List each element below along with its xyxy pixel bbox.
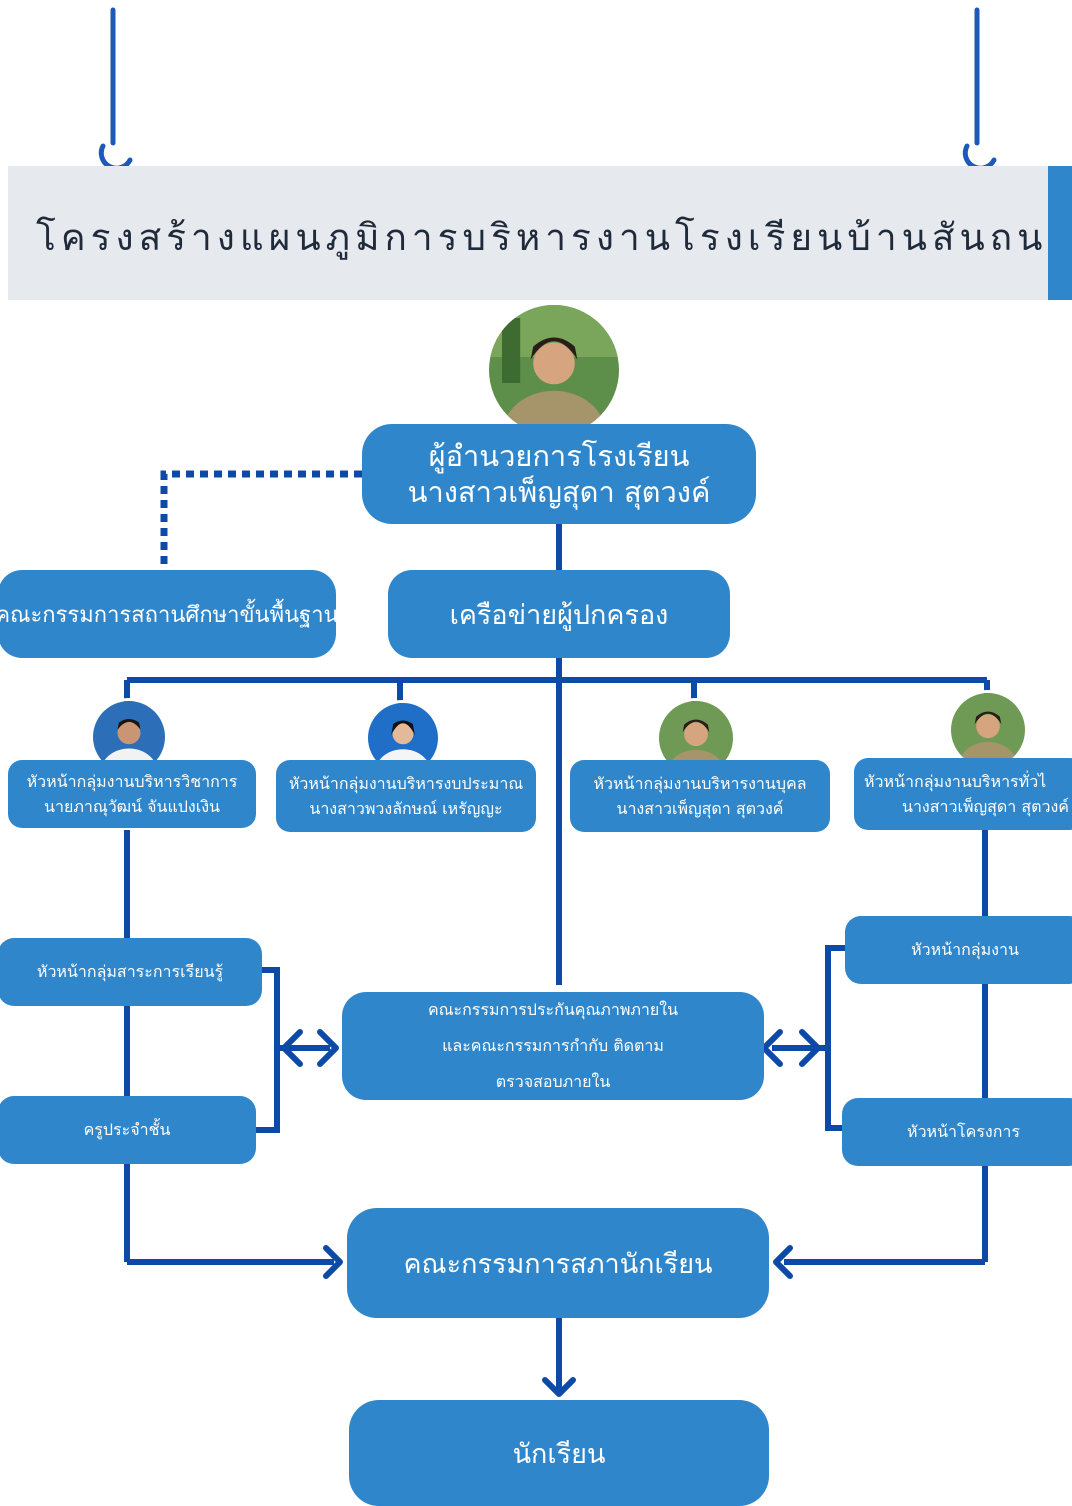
quality-committee-line-2: และคณะกรรมการกำกับ ติดตาม [442, 1036, 664, 1055]
parent-network-label: เครือข่ายผู้ปกครอง [449, 599, 669, 631]
homeroom-teacher-label: ครูประจำชั้น [83, 1119, 171, 1139]
subject-head-label: หัวหน้ากลุ่มสาระการเรียนรู้ [36, 961, 224, 981]
academic-head-node[interactable]: หัวหน้ากลุ่มงานบริหารวิชาการ นายภาณุวัฒน… [8, 760, 256, 828]
student-council-node[interactable]: คณะกรรมการสภานักเรียน [347, 1208, 769, 1318]
academic-head-role: หัวหน้ากลุ่มงานบริหารวิชาการ [26, 772, 238, 791]
budget-head-node[interactable]: หัวหน้ากลุ่มงานบริหารงบประมาณ นางสาวพวงล… [276, 760, 536, 832]
arrowhead-left-bracket-in [281, 1029, 303, 1067]
work-group-head-label: หัวหน้ากลุ่มงาน [911, 939, 1019, 959]
director-role: ผู้อำนวยการโรงเรียน [428, 439, 690, 473]
arrowhead-left-bracket-out [317, 1029, 339, 1067]
personnel-head-node[interactable]: หัวหน้ากลุ่มงานบริหารงานบุคล นางสาวเพ็ญส… [570, 760, 830, 832]
quality-assurance-committee-node[interactable]: คณะกรรมการประกันคุณภาพภายใน และคณะกรรมกา… [342, 992, 764, 1100]
students-label: นักเรียน [512, 1438, 606, 1470]
personnel-head-role: หัวหน้ากลุ่มงานบริหารงานบุคล [593, 774, 807, 793]
right-bracket [825, 945, 845, 1131]
personnel-head-name: นางสาวเพ็ญสุดา สุตวงค์ [616, 799, 784, 818]
project-head-node[interactable]: หัวหน้าโครงการ [842, 1098, 1072, 1166]
page-title: โครงสร้างแผนภูมิการบริหารงานโรงเรียนบ้าน… [36, 216, 1072, 259]
school-board-label: คณะกรรมการสถานศึกษาขั้นพื้นฐาน [0, 602, 336, 628]
quality-committee-line-1: คณะกรรมการประกันคุณภาพภายใน [427, 1000, 679, 1019]
student-council-label: คณะกรรมการสภานักเรียน [403, 1248, 713, 1280]
project-head-label: หัวหน้าโครงการ [907, 1121, 1020, 1141]
director-photo [486, 302, 622, 438]
quality-committee-line-3: ตรวจสอบภายใน [495, 1072, 611, 1091]
general-head-role: หัวหน้ากลุ่มงานบริหารทั่วไ [864, 772, 1047, 791]
banner-accent-bar [1048, 166, 1072, 300]
dotted-link-board [160, 470, 362, 566]
arrowhead-right-bracket-in [761, 1029, 783, 1067]
general-head-name: นางสาวเพ็ญสุดา สุตวงค์ [902, 797, 1069, 816]
director-name: นางสาวเพ็ญสุดา สุตวงค์ [407, 475, 711, 509]
homeroom-teacher-node[interactable]: ครูประจำชั้น [0, 1096, 256, 1164]
arrowhead-right-bracket-out [799, 1029, 821, 1067]
title-banner: โครงสร้างแผนภูมิการบริหารงานโรงเรียนบ้าน… [8, 166, 1072, 300]
arrowhead-council-left [323, 1245, 343, 1279]
subject-head-node[interactable]: หัวหน้ากลุ่มสาระการเรียนรู้ [0, 938, 262, 1006]
budget-head-name: นางสาวพวงลักษณ์ เหรัญญะ [309, 799, 503, 818]
school-board-node[interactable]: คณะกรรมการสถานศึกษาขั้นพื้นฐาน [0, 570, 336, 658]
work-group-head-node[interactable]: หัวหน้ากลุ่มงาน [845, 916, 1072, 984]
students-node[interactable]: นักเรียน [349, 1400, 769, 1506]
budget-head-role: หัวหน้ากลุ่มงานบริหารงบประมาณ [288, 774, 524, 793]
general-head-node[interactable]: หัวหน้ากลุ่มงานบริหารทั่วไ นางสาวเพ็ญสุด… [854, 758, 1072, 830]
parent-network-node[interactable]: เครือข่ายผู้ปกครอง [388, 570, 730, 658]
hook-right [962, 143, 997, 171]
arrowhead-students [542, 1377, 576, 1397]
arrowhead-council-right [773, 1245, 793, 1279]
director-node[interactable]: ผู้อำนวยการโรงเรียน นางสาวเพ็ญสุดา สุตวง… [362, 424, 756, 524]
academic-head-name: นายภาณุวัฒน์ จันแปงเงิน [44, 797, 220, 816]
hook-left [98, 143, 133, 171]
